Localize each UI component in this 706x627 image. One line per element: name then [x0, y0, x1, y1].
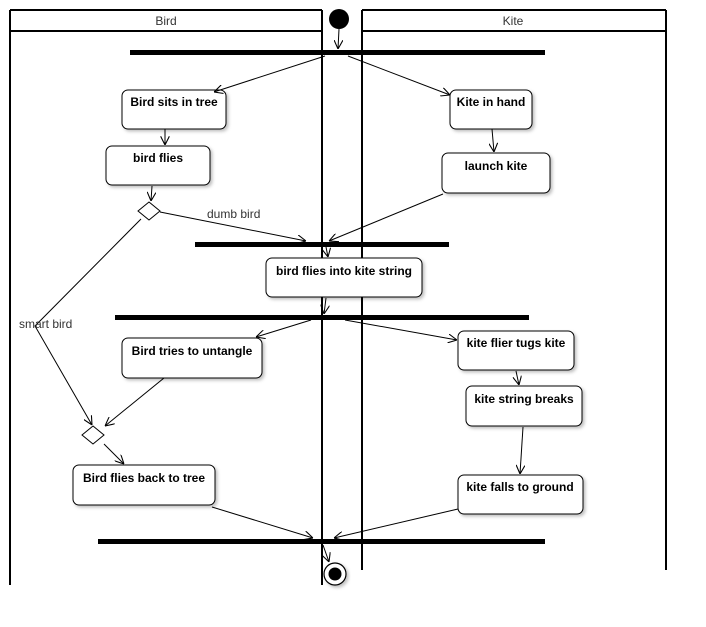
- action-node-kite-falls-to-ground: kite falls to ground: [457, 474, 584, 515]
- edge: [334, 508, 459, 538]
- action-node-bird-flies-back-to-tree: Bird flies back to tree: [72, 464, 216, 506]
- action-label: launch kite: [465, 159, 528, 173]
- action-node-kite-flier-tugs-kite: kite flier tugs kite: [457, 330, 575, 371]
- decision-node: [137, 201, 161, 221]
- action-label: Bird flies back to tree: [83, 471, 205, 485]
- fork-bar: [115, 315, 529, 320]
- edge: [347, 55, 450, 95]
- edges: [34, 28, 523, 562]
- swimlane-bird: Bird: [9, 9, 323, 585]
- action-label: kite flier tugs kite: [467, 336, 566, 350]
- fork-bar: [130, 50, 545, 55]
- action-label: kite falls to ground: [466, 480, 573, 494]
- edge-label-smart-bird: smart bird: [19, 317, 72, 331]
- action-label: bird flies into kite string: [276, 264, 412, 278]
- action-node-bird-tries-to-untangle: Bird tries to untangle: [121, 337, 263, 379]
- action-node-bird-flies-into-kite-string: bird flies into kite string: [265, 257, 423, 298]
- edge: [324, 297, 326, 314]
- edge: [256, 319, 312, 337]
- merge-node: [81, 425, 105, 445]
- initial-node: [329, 9, 349, 29]
- join-bar: [98, 539, 545, 544]
- swimlane-bird-title: Bird: [155, 14, 176, 28]
- join-bar: [195, 242, 449, 247]
- edge: [326, 246, 328, 257]
- edge: [159, 211, 306, 241]
- edge: [492, 128, 494, 152]
- action-label: kite string breaks: [474, 392, 574, 406]
- action-label: Kite in hand: [457, 95, 526, 109]
- edge: [329, 193, 444, 241]
- edge: [103, 443, 124, 464]
- action-node-launch-kite: launch kite: [441, 152, 551, 194]
- action-node-kite-in-hand: Kite in hand: [449, 89, 533, 130]
- edge: [34, 218, 142, 425]
- edge: [211, 506, 313, 538]
- edge: [344, 319, 457, 340]
- action-node-bird-sits-in-tree: Bird sits in tree: [121, 89, 227, 130]
- edge-label-dumb-bird: dumb bird: [207, 207, 260, 221]
- final-node: [323, 562, 347, 586]
- action-node-bird-flies: bird flies: [105, 145, 211, 186]
- action-label: Bird tries to untangle: [132, 344, 253, 358]
- edge: [516, 370, 519, 385]
- swimlane-kite-title: Kite: [503, 14, 524, 28]
- action-node-kite-string-breaks: kite string breaks: [465, 385, 583, 427]
- edge: [520, 426, 523, 474]
- action-label: Bird sits in tree: [130, 95, 218, 109]
- edge: [105, 377, 165, 426]
- edge: [323, 544, 329, 562]
- edge: [151, 185, 152, 201]
- edge: [338, 28, 339, 49]
- edge: [214, 55, 326, 92]
- action-label: bird flies: [133, 151, 183, 165]
